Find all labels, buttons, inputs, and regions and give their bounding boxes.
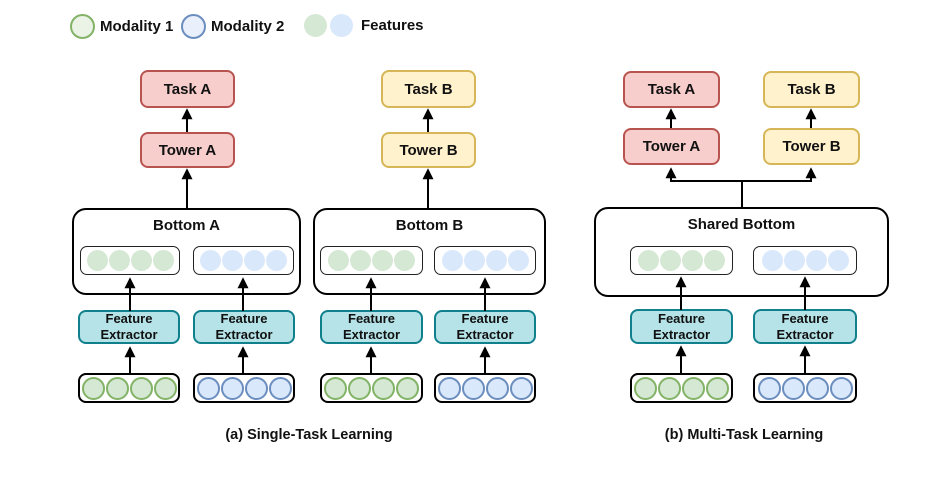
input-blue-dot-icon [268,376,292,400]
input-blue-dot-icon [244,376,268,400]
input-blue-dot-icon [485,376,509,400]
modality-1-circle-icon [70,14,95,39]
feat-green-dot-icon [108,250,130,271]
input-modality-2-b [434,373,536,403]
feat-green-dot-icon [704,250,725,271]
feature-extractor-a1: Feature Extractor [78,310,180,344]
input-green-dot-icon [81,376,105,400]
legend-features: Features [304,14,424,37]
feature-extractor-a2: Feature Extractor [193,310,295,344]
feat-green-dot-icon [350,250,371,271]
node-tower-a-multi: Tower A [623,128,720,165]
input-blue-dot-icon [805,376,829,400]
input-green-dot-icon [634,376,657,400]
feature-blue-dot-icon [330,14,353,37]
feat-green-dot-icon [638,250,659,271]
feat-green-dot-icon [682,250,703,271]
bottom-a-blue-features [193,246,294,275]
feat-green-dot-icon [394,250,415,271]
feat-blue-dot-icon [783,250,805,271]
feat-green-dot-icon [86,250,108,271]
modality-2-circle-icon [181,14,206,39]
input-green-dot-icon [129,376,153,400]
input-modality-1-b [320,373,423,403]
feat-green-dot-icon [130,250,152,271]
node-task-b-multi: Task B [763,71,860,108]
bottom-b-title: Bottom B [395,217,464,234]
legend-modality-1-label: Modality 1 [100,18,174,35]
node-tower-b-single: Tower B [381,132,476,168]
legend-features-label: Features [361,17,424,34]
container-shared-bottom: Shared Bottom [594,207,889,297]
node-task-b-single: Task B [381,70,476,108]
input-modality-2-m [753,373,857,403]
container-bottom-a: Bottom A [72,208,301,295]
input-modality-1-m [630,373,733,403]
legend-modality-2: Modality 2 [181,14,284,39]
feat-blue-dot-icon [200,250,221,271]
feat-blue-dot-icon [244,250,265,271]
legend-modality-2-label: Modality 2 [211,18,285,35]
shared-bottom-green-features [630,246,733,275]
container-bottom-b: Bottom B [313,208,546,295]
feature-green-dot-icon [304,14,327,37]
input-green-dot-icon [682,376,705,400]
feature-extractor-m1: Feature Extractor [630,309,733,344]
input-green-dot-icon [105,376,129,400]
bottom-b-green-features [320,246,423,275]
shared-bottom-title: Shared Bottom [687,216,796,233]
caption-single-task: (a) Single-Task Learning [225,427,393,443]
feat-blue-dot-icon [761,250,783,271]
input-blue-dot-icon [829,376,853,400]
feat-green-dot-icon [372,250,393,271]
input-modality-1-a [78,373,180,403]
input-green-dot-icon [396,376,419,400]
feat-green-dot-icon [328,250,349,271]
input-blue-dot-icon [781,376,805,400]
feat-blue-dot-icon [266,250,287,271]
input-green-dot-icon [658,376,681,400]
feat-blue-dot-icon [805,250,827,271]
feat-blue-dot-icon [827,250,849,271]
input-blue-dot-icon [509,376,533,400]
input-blue-dot-icon [757,376,781,400]
feature-extractor-b2: Feature Extractor [434,310,536,344]
bottom-a-title: Bottom A [153,217,220,234]
legend-modality-1: Modality 1 [70,14,173,39]
feat-blue-dot-icon [222,250,243,271]
input-green-dot-icon [706,376,729,400]
feat-blue-dot-icon [507,250,529,271]
input-green-dot-icon [153,376,177,400]
feat-blue-dot-icon [485,250,507,271]
feat-blue-dot-icon [463,250,485,271]
input-blue-dot-icon [437,376,461,400]
feature-extractor-m2: Feature Extractor [753,309,857,344]
input-blue-dot-icon [220,376,244,400]
shared-bottom-branch-connector [671,180,812,207]
input-green-dot-icon [372,376,395,400]
feat-green-dot-icon [152,250,174,271]
input-modality-2-a [193,373,295,403]
node-task-a-multi: Task A [623,71,720,108]
node-task-a-single: Task A [140,70,235,108]
node-tower-b-multi: Tower B [763,128,860,165]
feature-extractor-b1: Feature Extractor [320,310,423,344]
feat-green-dot-icon [660,250,681,271]
caption-multi-task: (b) Multi-Task Learning [664,427,824,443]
input-blue-dot-icon [196,376,220,400]
node-tower-a-single: Tower A [140,132,235,168]
bottom-a-green-features [80,246,180,275]
input-blue-dot-icon [461,376,485,400]
feat-blue-dot-icon [441,250,463,271]
input-green-dot-icon [324,376,347,400]
bottom-b-blue-features [434,246,536,275]
shared-bottom-blue-features [753,246,857,275]
input-green-dot-icon [348,376,371,400]
